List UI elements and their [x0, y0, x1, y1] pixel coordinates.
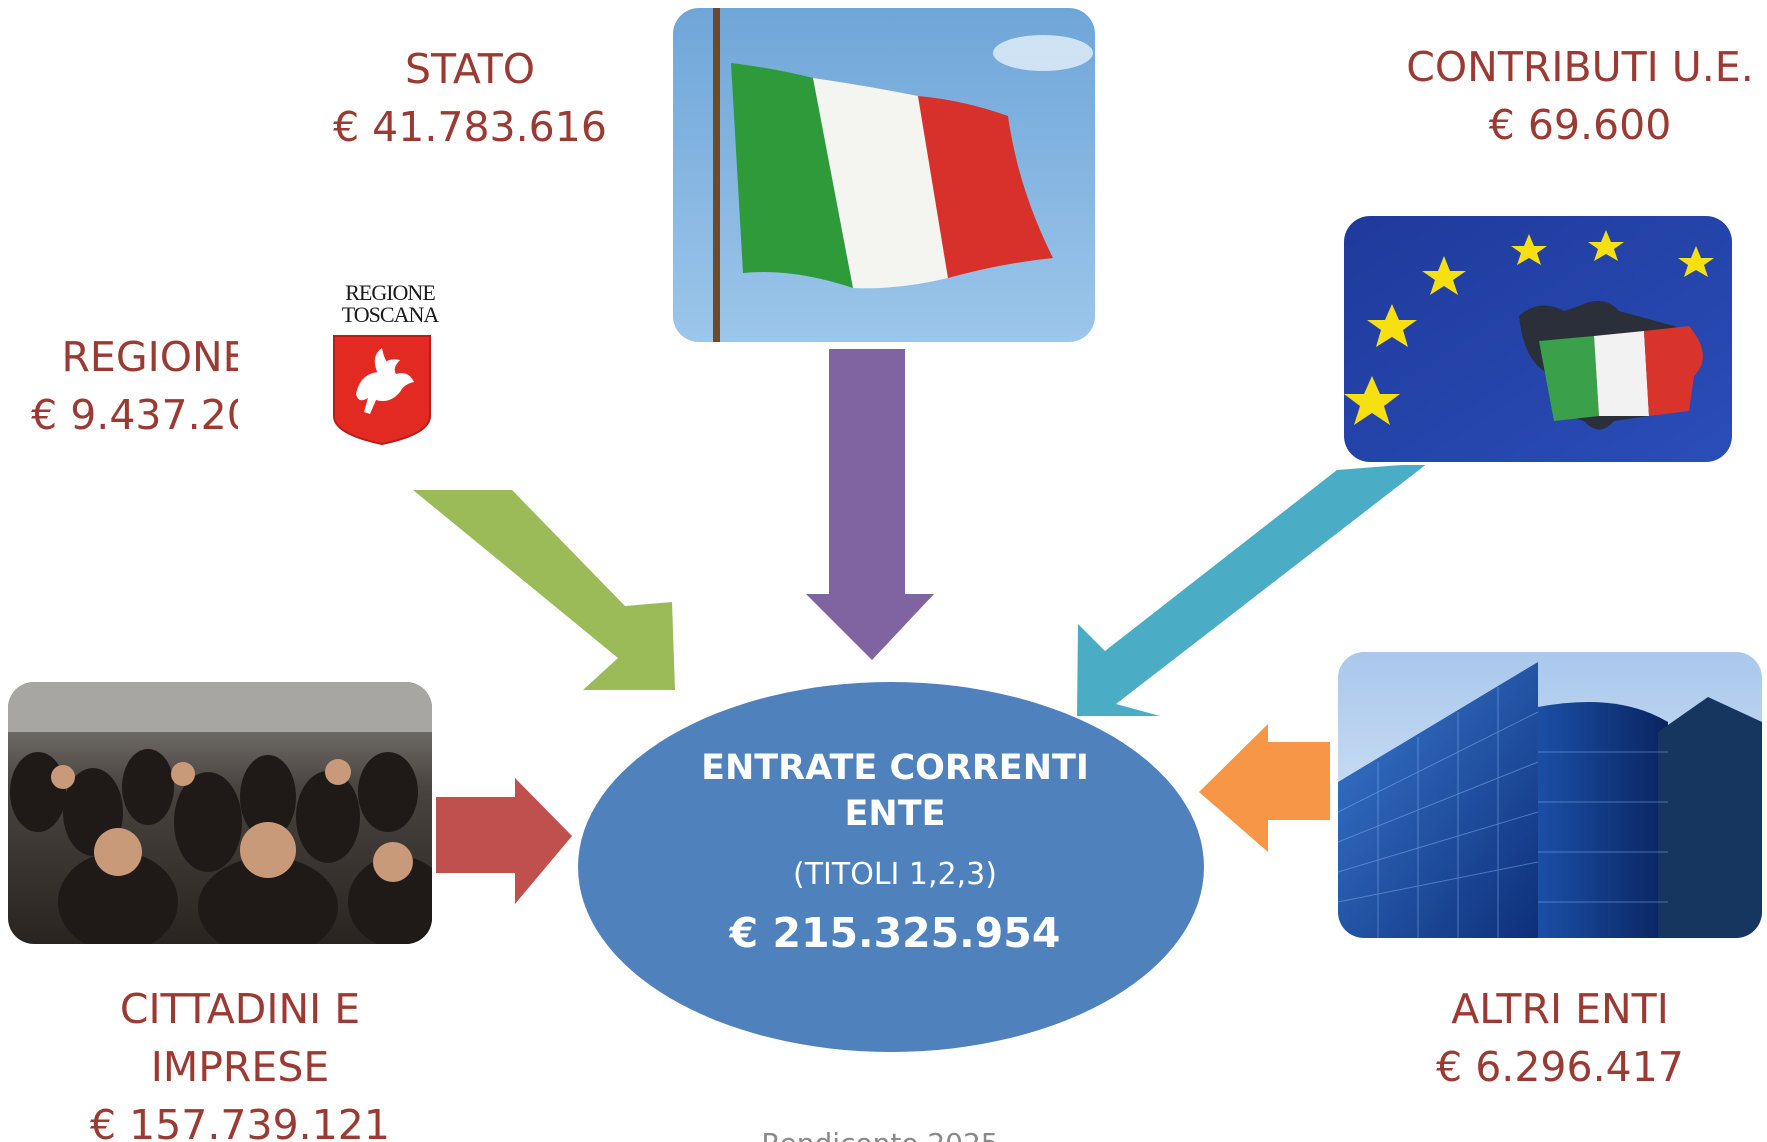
altri-enti-name: ALTRI ENTI: [1451, 985, 1669, 1033]
altri-enti-label: ALTRI ENTI € 6.296.417: [1410, 980, 1710, 1096]
logo-text-regione: REGIONE: [345, 280, 436, 305]
center-title-line2: ENTE: [844, 794, 946, 834]
stato-amount: € 41.783.616: [333, 103, 607, 151]
regione-name: REGIONE: [61, 333, 249, 381]
arrow-ue: [1077, 463, 1428, 716]
center-title-line1: ENTRATE CORRENTI: [701, 748, 1089, 788]
regione-toscana-logo: REGIONE TOSCANA: [238, 282, 514, 482]
center-total: € 215.325.954: [729, 909, 1061, 957]
eu-puzzle-image: [1344, 216, 1732, 462]
altri-enti-amount: € 6.296.417: [1436, 1043, 1684, 1091]
ue-amount: € 69.600: [1488, 101, 1672, 149]
italian-flag-image: [673, 8, 1095, 342]
cittadini-name-line1: CITTADINI E: [119, 985, 361, 1033]
logo-text-toscana: TOSCANA: [341, 302, 440, 327]
arrow-cittadini: [436, 778, 572, 904]
cittadini-label: CITTADINI E IMPRESE € 157.739.121: [80, 980, 400, 1142]
arrow-regione: [413, 490, 675, 690]
pegasus-shield-icon: [333, 335, 431, 446]
arrow-stato: [806, 349, 934, 660]
cittadini-name-line2: IMPRESE: [150, 1043, 330, 1091]
regione-amount: € 9.437.200: [31, 391, 279, 439]
skyscraper-image: [1338, 652, 1762, 938]
ue-name: CONTRIBUTI U.E.: [1406, 43, 1754, 91]
stato-label: STATO € 41.783.616: [320, 40, 620, 156]
stato-name: STATO: [404, 45, 536, 93]
arrow-altri: [1199, 724, 1330, 852]
center-ellipse: [578, 682, 1204, 1052]
center-label: ENTRATE CORRENTI ENTE (TITOLI 1,2,3) € 2…: [580, 745, 1210, 959]
cittadini-amount: € 157.739.121: [90, 1101, 390, 1142]
footer-caption: Rendiconto 2025: [680, 1128, 1080, 1142]
ue-label: CONTRIBUTI U.E. € 69.600: [1400, 38, 1760, 154]
regione-label: REGIONE € 9.437.200: [30, 328, 280, 444]
center-subtitle: (TITOLI 1,2,3): [793, 857, 997, 892]
crowd-image: [8, 682, 432, 944]
